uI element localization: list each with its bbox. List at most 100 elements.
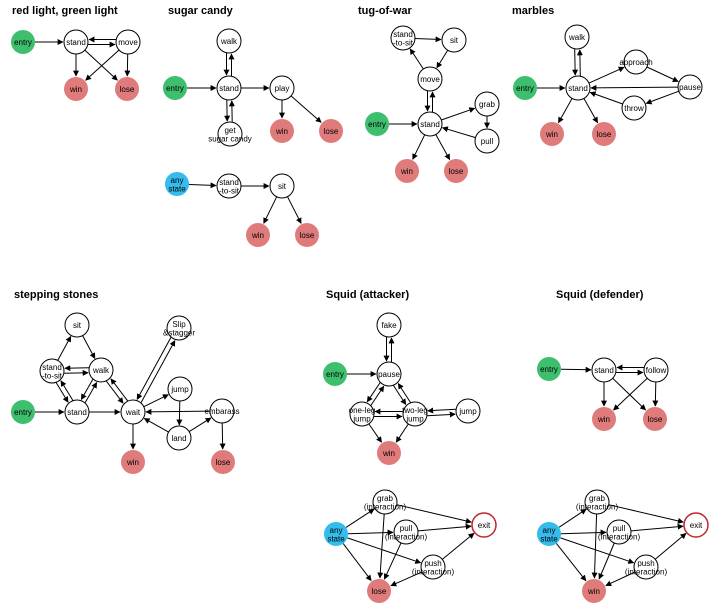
state-node-state: stand-to-sit [390,25,416,51]
state-label: sit [73,321,82,330]
transition-arrow [588,66,625,84]
state-node-state: approach [619,49,653,75]
state-label: sit [278,182,287,191]
state-circle [592,122,616,146]
state-circle [246,223,270,247]
state-circle [393,519,419,545]
state-node-terminal: win [121,450,145,474]
state-node-terminal: lose [444,159,468,183]
transition-arrow [80,378,94,401]
state-circle [365,112,389,136]
state-label: win [587,587,600,596]
state-label: move [420,75,440,84]
transition-arrow [645,90,679,105]
state-circle [643,357,669,383]
state-node-exit: exit [683,512,709,538]
transition-arrow [646,66,679,82]
state-node-state: move [417,66,443,92]
state-node-state: sit [64,312,90,338]
state-circle [623,49,649,75]
state-circle [591,357,617,383]
state-circle [121,450,145,474]
state-label: win [275,127,288,136]
diagram-title: sugar candy [168,5,234,17]
transition-arrow [557,98,573,124]
state-node-state: play [269,75,295,101]
transition-arrow [397,382,412,403]
state-circle [11,400,35,424]
state-label: embarass [204,407,239,416]
state-label: stand [219,84,239,93]
diagram-title: Squid (defender) [556,289,644,301]
state-node-terminal: win [592,407,616,431]
state-circle [395,159,419,183]
state-circle [444,159,468,183]
state-circle [209,398,235,424]
transition-arrow [560,537,635,564]
transition-arrow [290,95,322,123]
state-label: stand-to-sit [219,178,240,196]
state-node-entry: entry [513,76,537,100]
state-node-entry: entry [11,30,35,54]
state-node-terminal: win [246,223,270,247]
state-circle [474,128,500,154]
state-circle [295,223,319,247]
transition-arrow [583,98,599,124]
state-circle [592,407,616,431]
transition-arrow [412,134,426,160]
transition-arrow [598,542,615,580]
state-node-state: grab(interaction) [576,489,618,515]
transition-arrow [57,335,72,361]
state-circle [420,554,446,580]
state-node-state: stand [417,111,443,137]
state-circle [167,376,193,402]
state-label: lose [449,167,464,176]
state-label: pause [679,83,701,92]
state-circle [165,172,189,196]
state-label: land [171,434,186,443]
state-node-state: push(interaction) [412,554,454,580]
transition-arrow [605,571,636,587]
transition-arrow [560,366,592,373]
state-label: grab [479,100,496,109]
transition-arrow [219,422,226,450]
state-node-state: follow [643,357,669,383]
transition-arrow [82,335,96,360]
state-circle [633,554,659,580]
transition-arrow [427,407,456,414]
state-node-terminal: lose [592,122,616,146]
transition-arrow [188,182,217,189]
state-label: Slip&stagger [163,320,195,338]
state-node-state: walk [216,28,242,54]
state-label: jump [170,385,189,394]
state-circle [643,407,667,431]
state-node-entry: entry [323,362,347,386]
transition-arrow [654,533,687,560]
transition-arrow [589,91,623,105]
transition-arrow [608,504,684,524]
state-label: walk [92,366,110,375]
state-label: stand [67,408,87,417]
state-circle [269,75,295,101]
state-node-terminal: win [270,119,294,143]
state-node-state: sit [441,27,467,53]
state-label: win [597,415,610,424]
state-node-terminal: lose [367,579,391,603]
state-label: win [251,231,264,240]
state-label: stand-to-sit [42,363,63,381]
state-label: entry [540,365,558,374]
state-node-state: stand [565,75,591,101]
state-label: lose [300,231,315,240]
transition-arrow [435,134,451,161]
state-node-state: jump [167,376,193,402]
transition-arrow [370,385,385,406]
state-label: win [382,449,395,458]
nodes-layer: entry stand move win lose walk entry stand play g… [11,24,709,603]
